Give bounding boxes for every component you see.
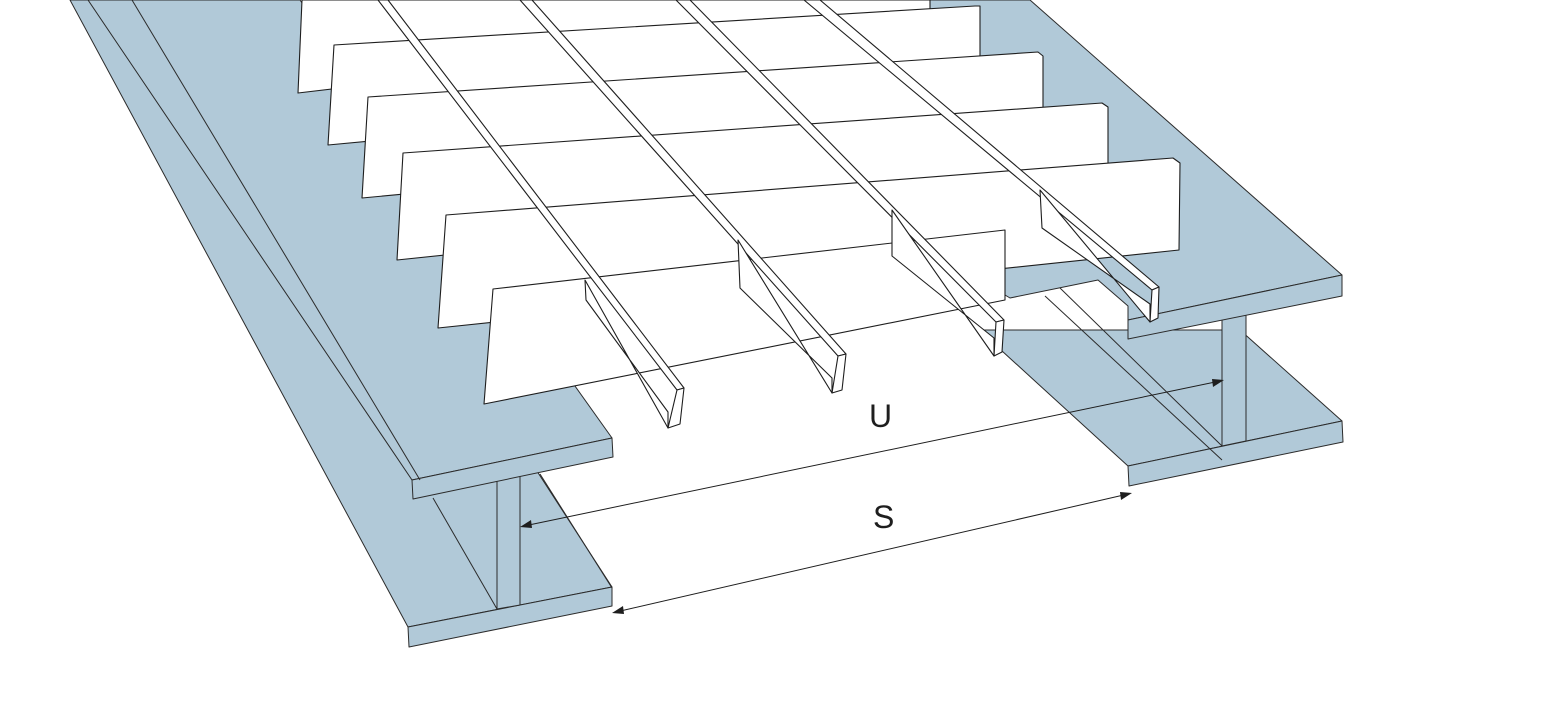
left-beam-edge-line — [539, 473, 613, 589]
left-beam-top-flange-front — [411, 437, 614, 500]
right-beam-edge-line — [1044, 295, 1223, 461]
dimension-s-line — [615, 493, 1129, 613]
cross-bar-face — [737, 239, 833, 394]
bearing-bar — [483, 229, 1006, 405]
right-beam-edge-line — [1059, 287, 1223, 447]
dimension-s: S — [612, 492, 1132, 614]
grating-cross-bars — [377, 0, 1160, 429]
cross-bar-side — [831, 353, 847, 394]
cross-bar-side — [667, 387, 685, 429]
left-beam-bottom-flange-front — [407, 586, 613, 648]
dimension-u-line — [523, 380, 1221, 527]
cross-bar-face — [1039, 189, 1151, 323]
right-beam-web — [1221, 312, 1247, 447]
dimension-u-arrowhead-right — [1212, 379, 1224, 387]
cross-bar-side — [993, 319, 1005, 357]
dimension-s-arrowhead-right — [1120, 492, 1132, 500]
right-beam-top-flange-front — [1127, 274, 1343, 340]
right-beam-bottom-flange-front — [1127, 420, 1344, 487]
cross-bar-face — [891, 209, 995, 357]
dimension-u-label: U — [869, 398, 892, 434]
left-support-beam — [69, 0, 614, 648]
dimension-u: U — [520, 379, 1224, 528]
grating-bearing-bars — [297, 0, 1181, 405]
dimension-s-label: S — [873, 499, 894, 535]
left-beam-edge-line — [432, 497, 498, 610]
dimension-s-arrowhead-left — [612, 606, 624, 614]
left-beam-edge-line — [131, 0, 421, 481]
left-beam-web — [496, 473, 521, 610]
cross-bar-face — [584, 279, 669, 429]
dimension-u-arrowhead-left — [520, 520, 532, 528]
cross-bar-side — [1149, 286, 1160, 323]
